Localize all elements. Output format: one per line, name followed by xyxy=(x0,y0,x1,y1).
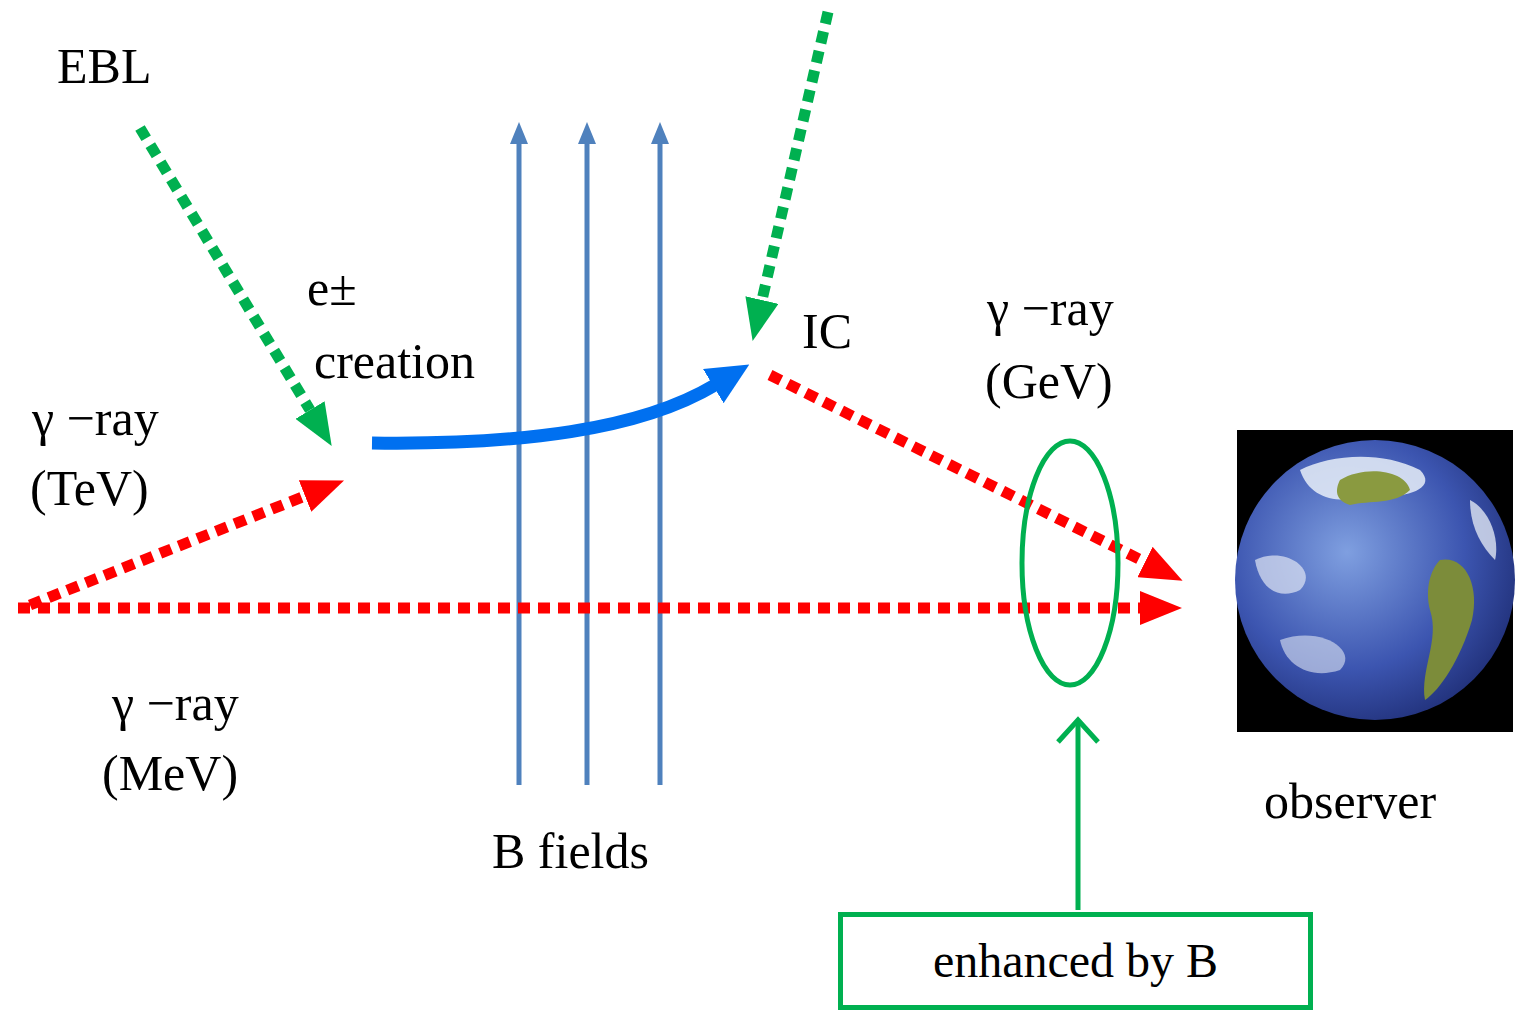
callout-text: enhanced by B xyxy=(933,935,1218,988)
energy-label: (GeV) xyxy=(983,355,1115,408)
energy-label: (MeV) xyxy=(100,747,240,800)
pointer-arrow xyxy=(1058,720,1098,910)
ebl-photon xyxy=(762,12,828,300)
energy-label: (TeV) xyxy=(28,462,151,515)
gamma-label: γ −ray xyxy=(110,677,241,730)
b-field-lines xyxy=(519,144,660,785)
mev-gamma-ray xyxy=(18,603,1140,614)
observer-label: observer xyxy=(1262,775,1438,828)
highlight-ellipse xyxy=(1022,441,1118,685)
particle-label: e± xyxy=(305,262,359,315)
gamma-label: γ −ray xyxy=(30,392,161,445)
gamma-label: γ −ray xyxy=(985,282,1116,335)
earth-picture xyxy=(1235,430,1515,732)
source-label: EBL xyxy=(55,40,153,93)
field-label: B fields xyxy=(490,825,651,878)
process-label: IC xyxy=(800,305,854,358)
process-label: creation xyxy=(312,335,477,388)
callout-box: enhanced by B xyxy=(838,912,1313,1010)
ebl-photon xyxy=(140,128,310,410)
pair-trajectory xyxy=(372,385,715,443)
